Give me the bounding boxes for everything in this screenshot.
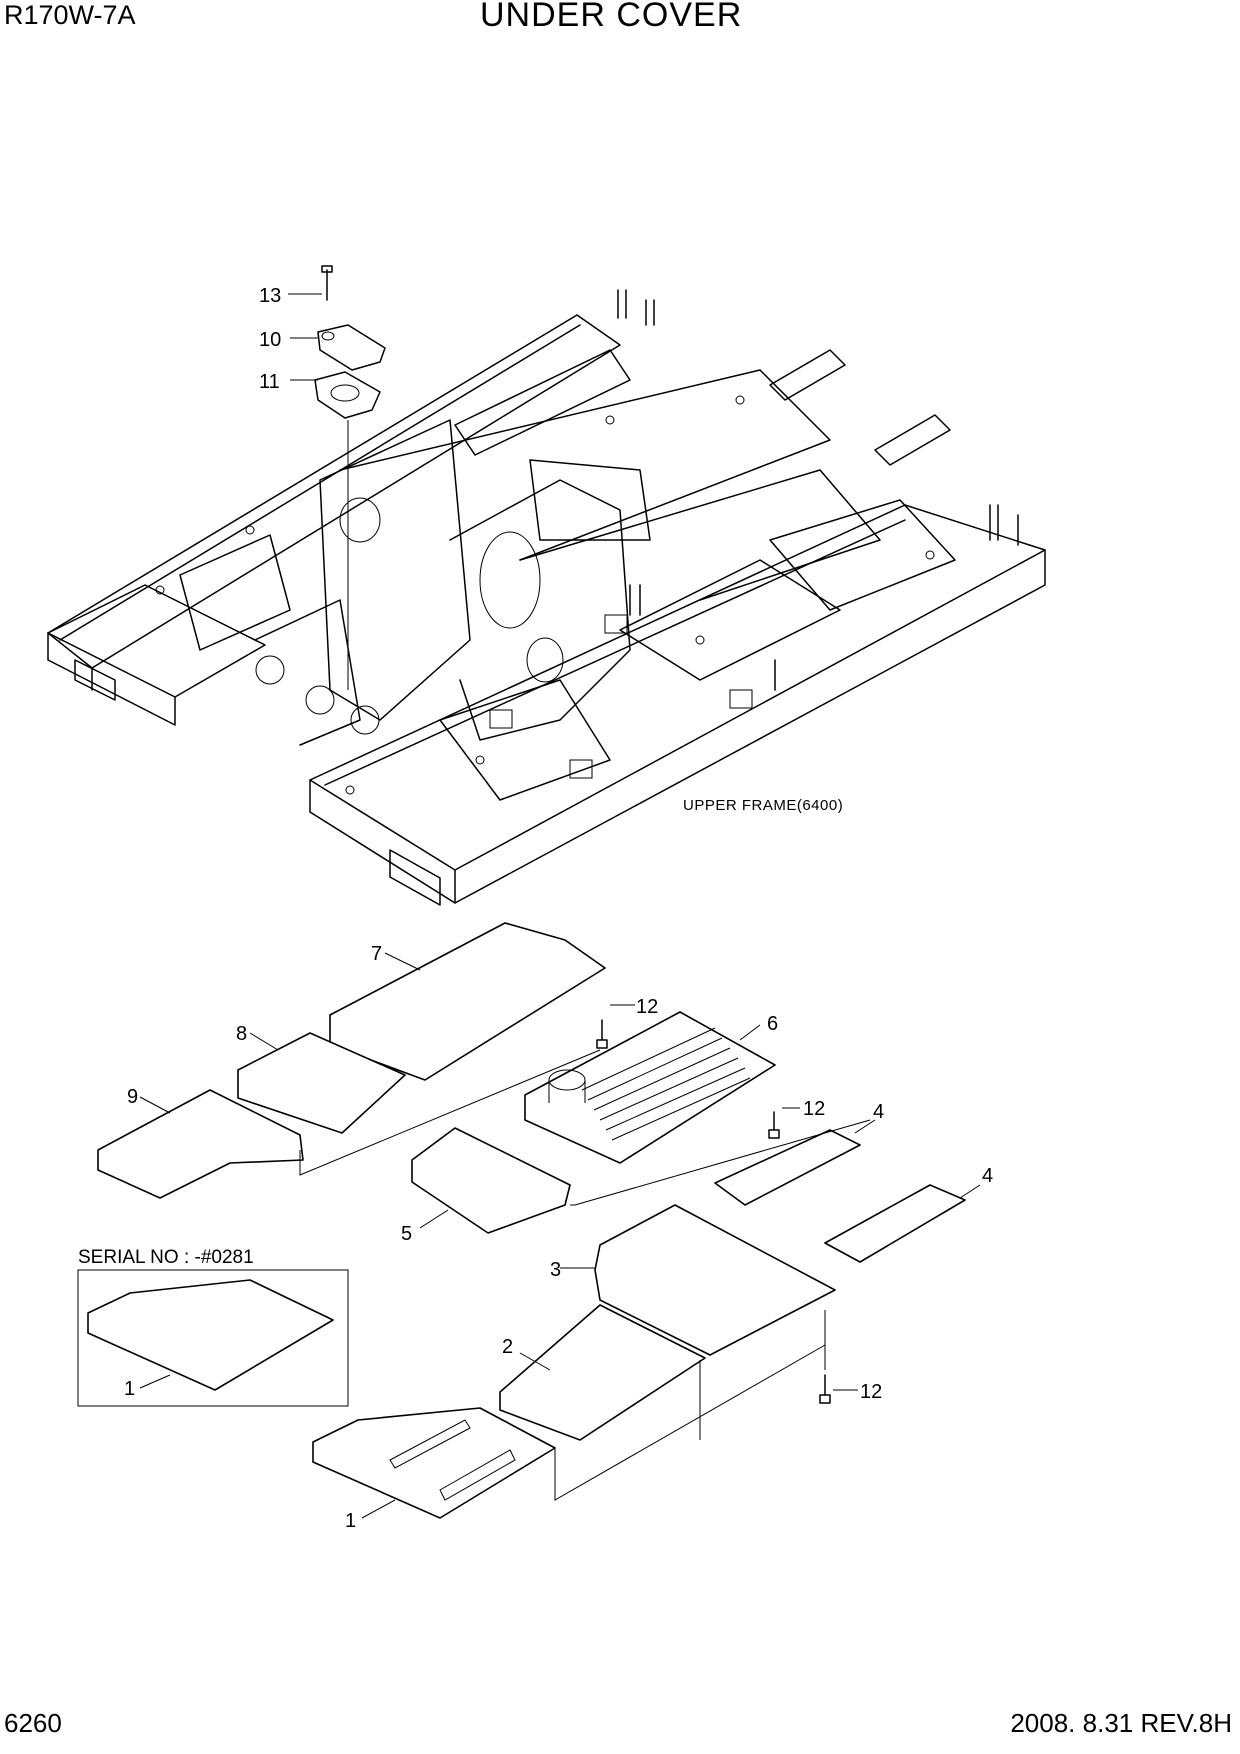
upper-frame-label: UPPER FRAME(6400): [683, 797, 843, 814]
callout-12-lower: 12: [860, 1381, 882, 1403]
upper-frame-drawing: [47, 265, 1046, 906]
page-number: 6260: [4, 1708, 62, 1738]
callout-3: 3: [550, 1259, 561, 1281]
serial-inset: [77, 1269, 349, 1407]
callout-2: 2: [502, 1336, 513, 1358]
callout-4-upper: 4: [873, 1101, 884, 1123]
model-code: R170W-7A: [4, 0, 136, 30]
revision-date: 2008. 8.31 REV.8H: [1010, 1708, 1232, 1738]
callout-1: 1: [345, 1510, 356, 1532]
callout-5: 5: [401, 1223, 412, 1245]
callout-12-upper: 12: [636, 996, 658, 1018]
serial-note: SERIAL NO : -#0281: [78, 1247, 254, 1268]
under-cover-plates: [97, 922, 966, 1519]
callout-10: 10: [259, 329, 281, 351]
callout-12-middle: 12: [803, 1098, 825, 1120]
callout-8: 8: [236, 1023, 247, 1045]
leaders-top: [288, 293, 322, 381]
callout-1-inset: 1: [124, 1378, 135, 1400]
callout-11: 11: [259, 371, 280, 393]
callout-13: 13: [259, 285, 281, 307]
callout-9: 9: [127, 1086, 138, 1108]
callout-4-lower: 4: [982, 1165, 993, 1187]
leaders-lower: [139, 952, 981, 1519]
callout-6: 6: [767, 1013, 778, 1035]
page-title: UNDER COVER: [480, 0, 743, 34]
callout-7: 7: [371, 943, 382, 965]
